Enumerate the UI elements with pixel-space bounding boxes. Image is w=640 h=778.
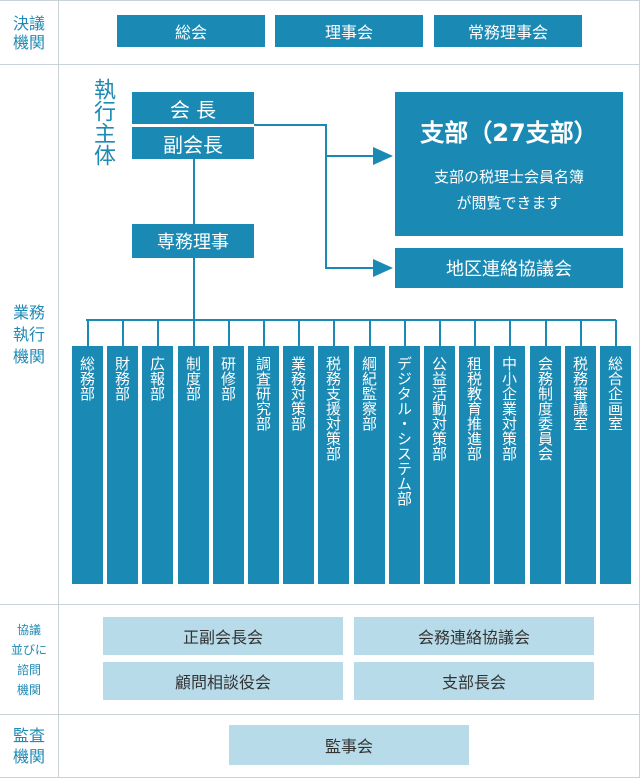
department-label: 総合企画室 bbox=[606, 356, 624, 431]
department-box: 綱紀監察部 bbox=[354, 346, 385, 584]
connector bbox=[122, 320, 124, 346]
connector bbox=[193, 258, 195, 320]
decision-box-board: 理事会 bbox=[275, 15, 423, 47]
district-council-box: 地区連絡協議会 bbox=[395, 248, 623, 288]
department-label: 業務対策部 bbox=[289, 356, 307, 431]
section-divider bbox=[0, 714, 640, 715]
audit-box: 監事会 bbox=[229, 725, 469, 765]
connector bbox=[439, 320, 441, 346]
department-label: 税務審議室 bbox=[571, 356, 589, 431]
vice-chair-box: 副会長 bbox=[132, 127, 254, 159]
consult-box-branch-chiefs: 支部長会 bbox=[354, 662, 594, 700]
section-divider bbox=[0, 64, 640, 65]
department-box: 租税教育推進部 bbox=[459, 346, 490, 584]
department-box: 公益活動対策部 bbox=[424, 346, 455, 584]
department-box: 中小企業対策部 bbox=[494, 346, 525, 584]
department-label: 租税教育推進部 bbox=[465, 356, 483, 461]
department-label: 財務部 bbox=[113, 356, 131, 401]
connector bbox=[263, 320, 265, 346]
department-label: 調査研究部 bbox=[254, 356, 272, 431]
managing-director-box: 専務理事 bbox=[132, 224, 254, 258]
connector bbox=[87, 320, 89, 346]
department-label: 広報部 bbox=[148, 356, 166, 401]
branch-desc-line1: 支部の税理士会員名簿 bbox=[433, 167, 584, 186]
connector bbox=[254, 124, 326, 126]
department-box: 業務対策部 bbox=[283, 346, 314, 584]
connector bbox=[474, 320, 476, 346]
connector bbox=[325, 124, 327, 268]
connector bbox=[193, 159, 195, 225]
connector bbox=[298, 320, 300, 346]
decision-box-executive-board: 常務理事会 bbox=[434, 15, 582, 47]
department-label: 総務部 bbox=[78, 356, 96, 401]
connector bbox=[193, 320, 195, 346]
arrow-right-icon bbox=[373, 147, 393, 165]
department-box: デジタル・システム部 bbox=[389, 346, 420, 584]
consult-box-liaison-council: 会務連絡協議会 bbox=[354, 617, 594, 655]
connector bbox=[580, 320, 582, 346]
branch-title: 支部（27支部） bbox=[420, 118, 598, 147]
decision-box-general-meeting: 総会 bbox=[117, 15, 265, 47]
side-label-consultation: 協議 並びに 諮問 機関 bbox=[0, 605, 58, 714]
connector bbox=[333, 320, 335, 346]
department-box: 総務部 bbox=[72, 346, 103, 584]
department-label: デジタル・システム部 bbox=[395, 356, 413, 506]
department-box: 会務制度委員会 bbox=[530, 346, 561, 584]
department-label: 研修部 bbox=[219, 356, 237, 401]
department-label: 税務支援対策部 bbox=[324, 356, 342, 461]
side-divider bbox=[58, 0, 59, 778]
department-label: 会務制度委員会 bbox=[536, 356, 554, 461]
section-divider bbox=[0, 604, 640, 605]
connector bbox=[545, 320, 547, 346]
connector bbox=[404, 320, 406, 346]
consult-box-advisors: 顧問相談役会 bbox=[103, 662, 343, 700]
connector bbox=[157, 320, 159, 346]
branch-desc-line2: が閲覧できます bbox=[456, 193, 562, 212]
department-box: 調査研究部 bbox=[248, 346, 279, 584]
side-label-decision: 決議 機関 bbox=[0, 1, 58, 64]
department-label: 綱紀監察部 bbox=[360, 356, 378, 431]
dept-bus-line bbox=[86, 319, 616, 321]
connector bbox=[369, 320, 371, 346]
department-box: 総合企画室 bbox=[600, 346, 631, 584]
department-label: 中小企業対策部 bbox=[500, 356, 518, 461]
department-box: 制度部 bbox=[178, 346, 209, 584]
connector bbox=[228, 320, 230, 346]
department-box: 税務審議室 bbox=[565, 346, 596, 584]
department-box: 研修部 bbox=[213, 346, 244, 584]
department-box: 財務部 bbox=[107, 346, 138, 584]
connector bbox=[325, 155, 375, 157]
department-box: 広報部 bbox=[142, 346, 173, 584]
side-label-audit: 監査 機関 bbox=[0, 715, 58, 777]
exec-subject-label: 執行主体 bbox=[90, 78, 115, 166]
side-label-execution: 業務 執行 機関 bbox=[0, 65, 58, 604]
chair-box: 会 長 bbox=[132, 92, 254, 124]
connector bbox=[509, 320, 511, 346]
consult-box-president-vp: 正副会長会 bbox=[103, 617, 343, 655]
department-box: 税務支援対策部 bbox=[318, 346, 349, 584]
department-label: 公益活動対策部 bbox=[430, 356, 448, 461]
department-label: 制度部 bbox=[184, 356, 202, 401]
branch-box: 支部（27支部） 支部の税理士会員名簿 が閲覧できます bbox=[395, 92, 623, 236]
connector bbox=[615, 320, 617, 346]
connector bbox=[325, 267, 375, 269]
arrow-right-icon bbox=[373, 259, 393, 277]
